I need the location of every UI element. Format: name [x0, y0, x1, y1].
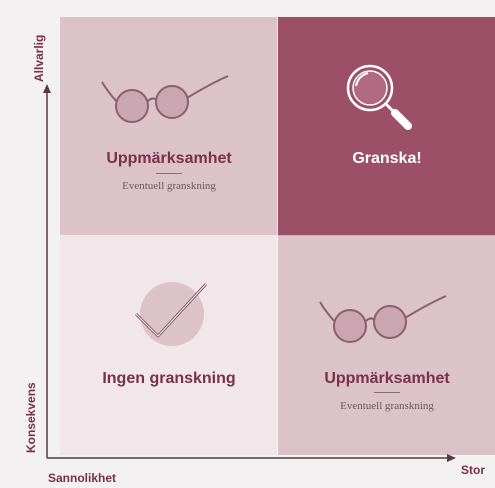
quadrant-top-left-rule [156, 173, 182, 174]
glasses-icon [101, 75, 229, 123]
quadrant-bottom-right-subtitle: Eventuell granskning [340, 400, 434, 412]
quadrant-bottom-right-rule [374, 392, 400, 393]
quadrant-bottom-left-title: Ingen granskning [102, 370, 236, 387]
x-axis-right-label: Stor [461, 463, 485, 477]
quadrant-top-right-title: Granska! [352, 150, 422, 167]
glasses-icon [319, 295, 447, 343]
y-axis-top-label: Allvarlig [32, 34, 46, 82]
quadrant-top-left-title: Uppmärksamhet [106, 150, 232, 167]
vertical-divider [277, 17, 278, 455]
magnifier-icon [346, 64, 412, 130]
quadrant-top-left [60, 17, 278, 236]
quadrant-top-left-subtitle: Eventuell granskning [122, 180, 216, 192]
quadrant-top-right [278, 17, 495, 236]
y-axis-title: Konsekvens [24, 382, 38, 453]
checkmark-icon [134, 282, 208, 346]
x-axis-title: Sannolikhet [48, 471, 117, 485]
horizontal-divider [60, 235, 495, 236]
quadrant-bottom-right [278, 236, 495, 455]
quadrant-bottom-right-title: Uppmärksamhet [324, 370, 450, 387]
